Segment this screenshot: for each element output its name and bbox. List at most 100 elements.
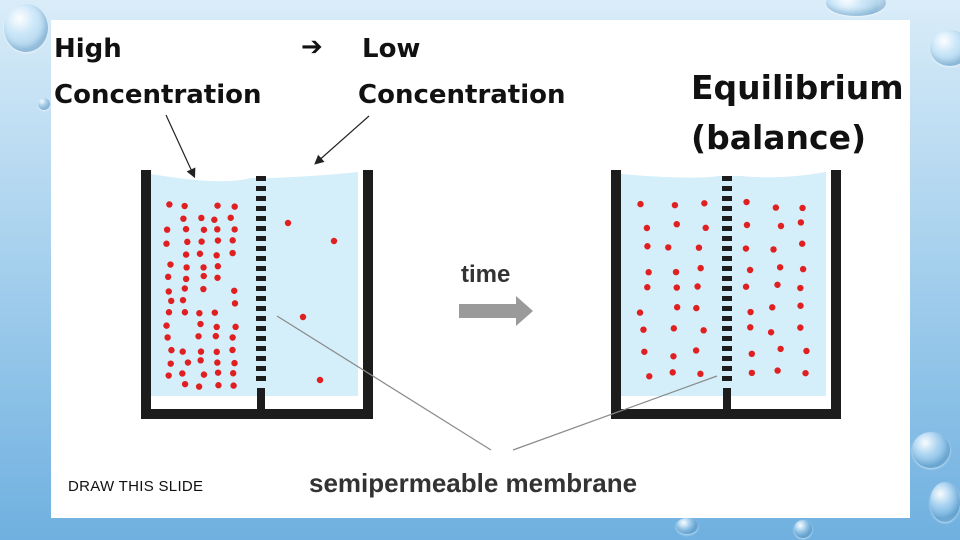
time-arrow-icon xyxy=(459,296,533,326)
solute-particle xyxy=(165,372,172,379)
right-beaker-walls xyxy=(611,170,841,419)
membrane-callout-line-left xyxy=(276,315,492,451)
right-arrow-icon: ➔ xyxy=(301,32,323,62)
solute-particle xyxy=(214,274,221,281)
time-label: time xyxy=(461,261,510,288)
water-drop-decoration xyxy=(38,98,50,110)
solute-particle xyxy=(195,383,203,390)
solute-particle xyxy=(182,225,190,233)
solute-particle xyxy=(776,264,784,271)
solute-particle xyxy=(211,309,219,316)
solute-particle xyxy=(166,201,173,208)
solute-particle xyxy=(197,320,204,328)
high-concentration-label: Concentration xyxy=(54,80,262,110)
solute-particle xyxy=(229,346,236,354)
solute-particle xyxy=(641,348,648,355)
solute-particle xyxy=(164,273,172,281)
solute-particle xyxy=(200,264,207,271)
membrane-segment xyxy=(722,246,732,251)
solute-particle xyxy=(196,250,204,257)
solute-particle xyxy=(316,376,324,384)
solute-particle xyxy=(181,380,189,388)
membrane-segment xyxy=(722,176,732,181)
solute-particle xyxy=(797,284,804,292)
solute-particle xyxy=(214,202,221,209)
water-drop-decoration xyxy=(930,482,960,522)
solute-particle xyxy=(167,360,174,367)
solute-particle xyxy=(182,275,190,283)
left-beaker-walls xyxy=(141,170,373,419)
low-label: Low xyxy=(362,34,421,64)
solute-particle xyxy=(196,309,203,317)
solute-particle xyxy=(693,304,700,312)
membrane-segment xyxy=(256,276,266,281)
solute-particle xyxy=(692,347,700,354)
water-drop-decoration xyxy=(676,518,698,534)
solute-particle xyxy=(643,224,651,232)
solute-particle xyxy=(747,308,754,316)
membrane-segment xyxy=(256,246,266,251)
solute-particle xyxy=(214,369,222,376)
membrane-segment xyxy=(256,186,266,191)
solute-particle xyxy=(198,238,205,245)
solute-particle xyxy=(182,251,190,258)
solute-particle xyxy=(214,359,221,366)
right-divider-base xyxy=(723,388,731,410)
membrane-segment xyxy=(256,216,266,221)
solute-particle xyxy=(747,324,754,331)
solute-particle xyxy=(299,313,307,321)
solute-particle xyxy=(670,325,678,332)
right-membrane xyxy=(722,176,732,381)
slide: High ➔ Low Concentration Concentration E… xyxy=(51,20,910,518)
solute-particle xyxy=(803,347,810,355)
solute-particle xyxy=(644,243,651,250)
solute-particle xyxy=(215,382,222,389)
solute-particle xyxy=(797,302,804,309)
solute-particle xyxy=(229,334,236,341)
osmosis-diagram: time semipermeable membrane xyxy=(141,114,841,498)
membrane-segment xyxy=(256,366,266,371)
membrane-callout-line-right xyxy=(512,375,718,451)
solute-particle xyxy=(672,268,680,276)
solute-particle xyxy=(748,369,756,377)
membrane-segment xyxy=(722,356,732,361)
solute-particle xyxy=(670,353,677,360)
solute-particle xyxy=(231,287,238,294)
membrane-segment xyxy=(256,256,266,261)
membrane-segment xyxy=(256,296,266,301)
semipermeable-membrane-label: semipermeable membrane xyxy=(309,468,637,498)
membrane-segment xyxy=(722,226,732,231)
high-label: High xyxy=(54,34,122,64)
solute-particle xyxy=(179,296,187,304)
right-particles xyxy=(636,198,810,380)
solute-particle xyxy=(774,367,781,374)
water-drop-decoration xyxy=(912,432,950,468)
draw-instruction: DRAW THIS SLIDE xyxy=(68,478,204,495)
membrane-segment xyxy=(722,216,732,221)
solute-particle xyxy=(213,348,220,356)
solute-particle xyxy=(767,329,775,336)
solute-particle xyxy=(229,249,236,257)
left-particles xyxy=(163,201,338,390)
solute-particle xyxy=(165,309,173,316)
left-beaker xyxy=(141,170,373,419)
solute-particle xyxy=(640,326,647,333)
low-concentration-label: Concentration xyxy=(358,80,566,110)
solute-particle xyxy=(200,371,208,378)
solute-particle xyxy=(702,224,709,232)
solute-particle xyxy=(214,237,222,244)
membrane-segment xyxy=(722,306,732,311)
solute-particle xyxy=(746,266,754,274)
solute-particle xyxy=(644,284,651,291)
solute-particle xyxy=(799,204,806,212)
water-drop-decoration xyxy=(826,0,886,16)
membrane-segment xyxy=(722,326,732,331)
left-membrane xyxy=(256,176,266,381)
solute-particle xyxy=(231,203,238,210)
water-drop-decoration xyxy=(930,30,960,66)
solute-particle xyxy=(636,309,644,316)
solute-particle xyxy=(284,219,292,227)
membrane-segment xyxy=(256,266,266,271)
solute-particle xyxy=(798,240,806,247)
solute-particle xyxy=(231,226,238,233)
